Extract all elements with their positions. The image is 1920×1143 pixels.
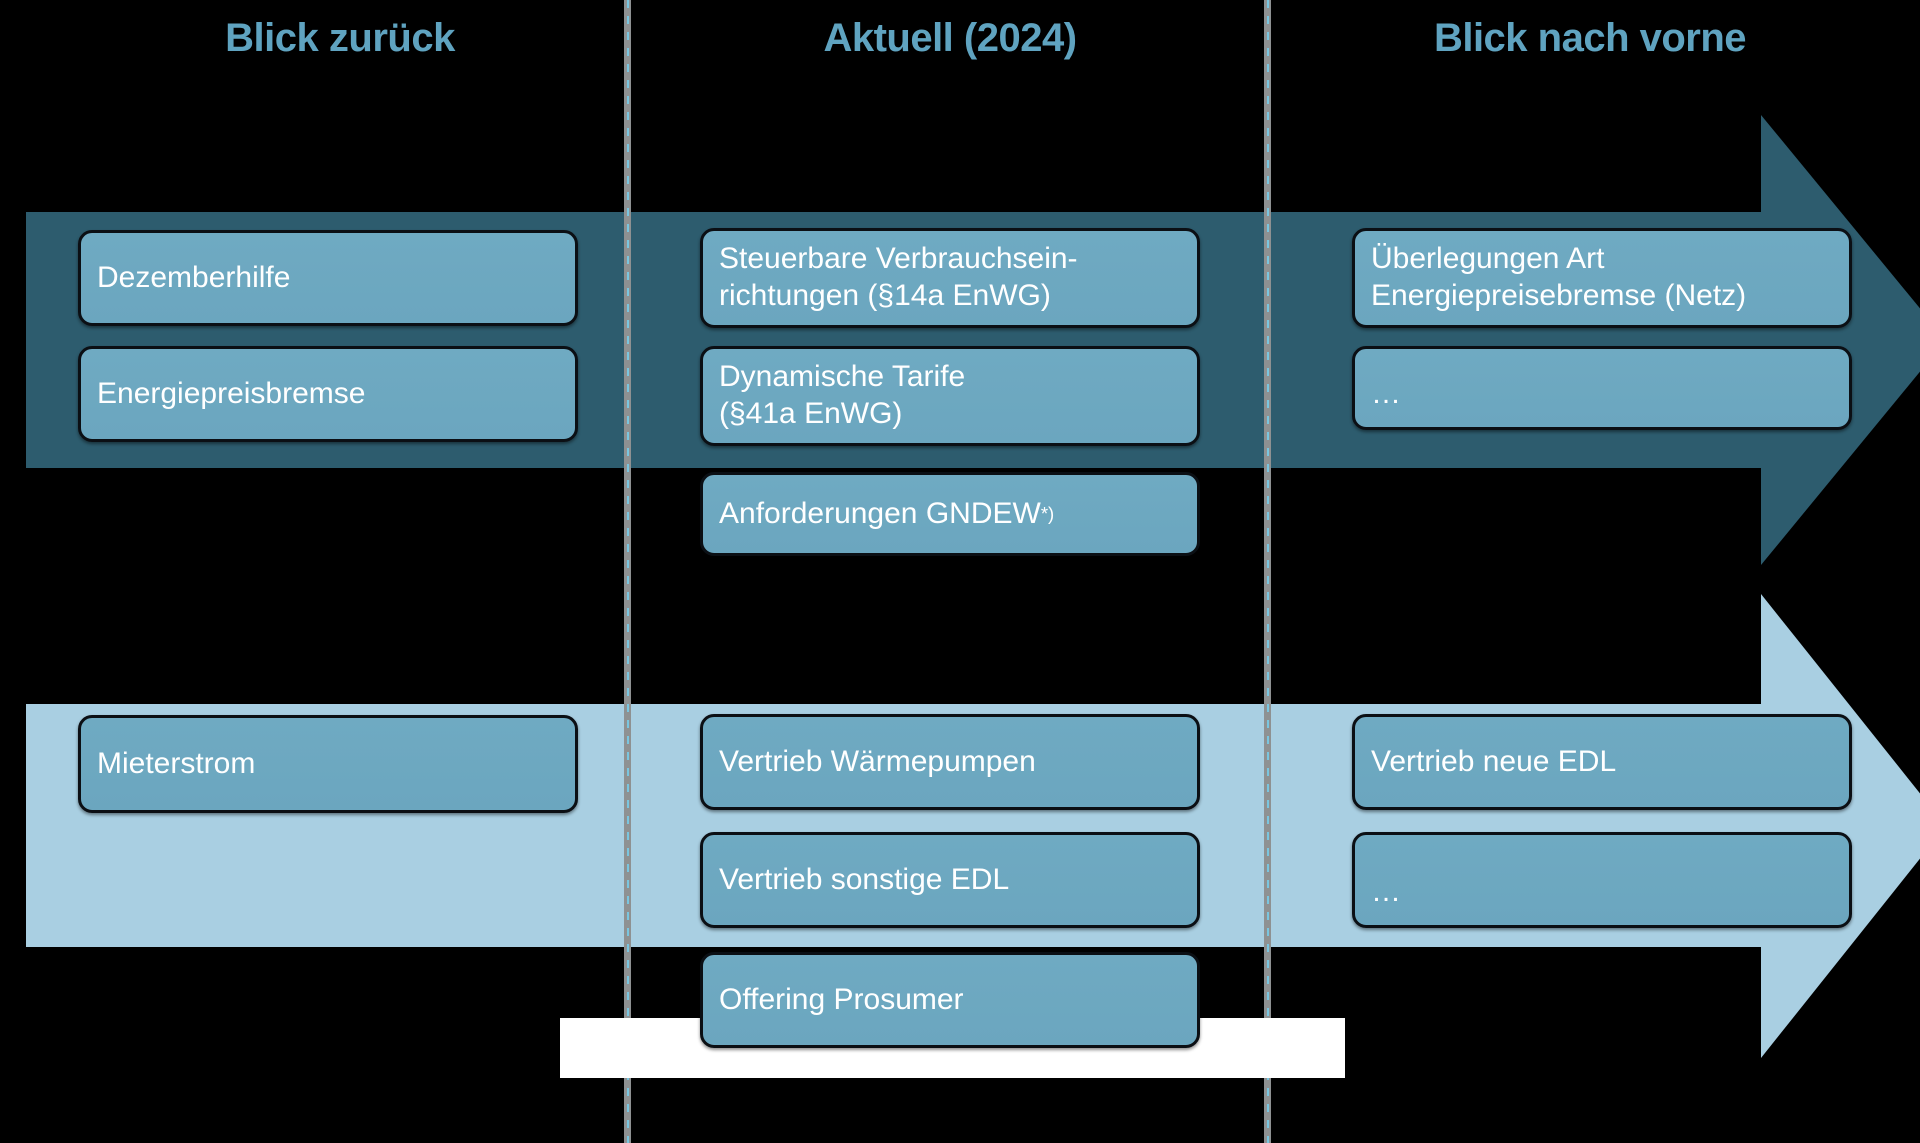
item-label: Dynamische Tarife (§41a EnWG): [719, 360, 966, 430]
item-label: Offering Prosumer: [719, 982, 964, 1016]
item-vertrieb-neue-edl[interactable]: Vertrieb neue EDL: [1352, 714, 1852, 810]
band-market-arrowhead-icon: [1761, 594, 1920, 1058]
item-placeholder-row2[interactable]: …: [1352, 832, 1852, 928]
column-header-future: Blick nach vorne: [1433, 16, 1747, 60]
item-label: Vertrieb sonstige EDL: [719, 862, 1010, 896]
item-vertrieb-waermepumpen[interactable]: Vertrieb Wärmepumpen: [700, 714, 1200, 810]
item-label: Steuerbare Verbrauchsein- richtungen (§1…: [719, 242, 1078, 312]
item-energiepreisbremse[interactable]: Energiepreisbremse: [78, 346, 578, 442]
band-regulatory-arrowhead-icon: [1761, 115, 1920, 565]
item-label: Energiepreisbremse: [97, 376, 366, 410]
column-header-current: Aktuell (2024): [823, 16, 1077, 60]
item-label: …: [1371, 875, 1401, 909]
item-dynamische-tarife[interactable]: Dynamische Tarife (§41a EnWG): [700, 346, 1200, 446]
item-vertrieb-sonstige-edl[interactable]: Vertrieb sonstige EDL: [700, 832, 1200, 928]
item-label: Anforderungen GNDEW: [719, 496, 1041, 530]
item-ueberlegungen-energiepreisebremse[interactable]: Überlegungen Art Energiepreisebremse (Ne…: [1352, 228, 1852, 328]
column-header-past: Blick zurück: [225, 16, 455, 60]
item-label: Mieterstrom: [97, 746, 256, 780]
column-divider-1: [624, 0, 631, 1143]
column-divider-2: [1264, 0, 1271, 1143]
item-label: Vertrieb neue EDL: [1371, 744, 1617, 778]
item-dezemberhilfe[interactable]: Dezemberhilfe: [78, 230, 578, 326]
item-mieterstrom[interactable]: Mieterstrom: [78, 715, 578, 813]
item-label: Vertrieb Wärmepumpen: [719, 744, 1036, 778]
item-label: Überlegungen Art Energiepreisebremse (Ne…: [1371, 242, 1747, 312]
item-placeholder-row1[interactable]: …: [1352, 346, 1852, 430]
item-anforderungen-gndew[interactable]: Anforderungen GNDEW*): [700, 472, 1200, 556]
item-label-superscript: *): [1040, 502, 1055, 524]
item-steuerbare-verbrauchseinrichtungen[interactable]: Steuerbare Verbrauchsein- richtungen (§1…: [700, 228, 1200, 328]
item-offering-prosumer[interactable]: Offering Prosumer: [700, 952, 1200, 1048]
divider-dash-1: [627, 0, 629, 1143]
item-label: …: [1371, 377, 1401, 411]
item-label: Dezemberhilfe: [97, 260, 291, 294]
divider-dash-2: [1267, 0, 1269, 1143]
